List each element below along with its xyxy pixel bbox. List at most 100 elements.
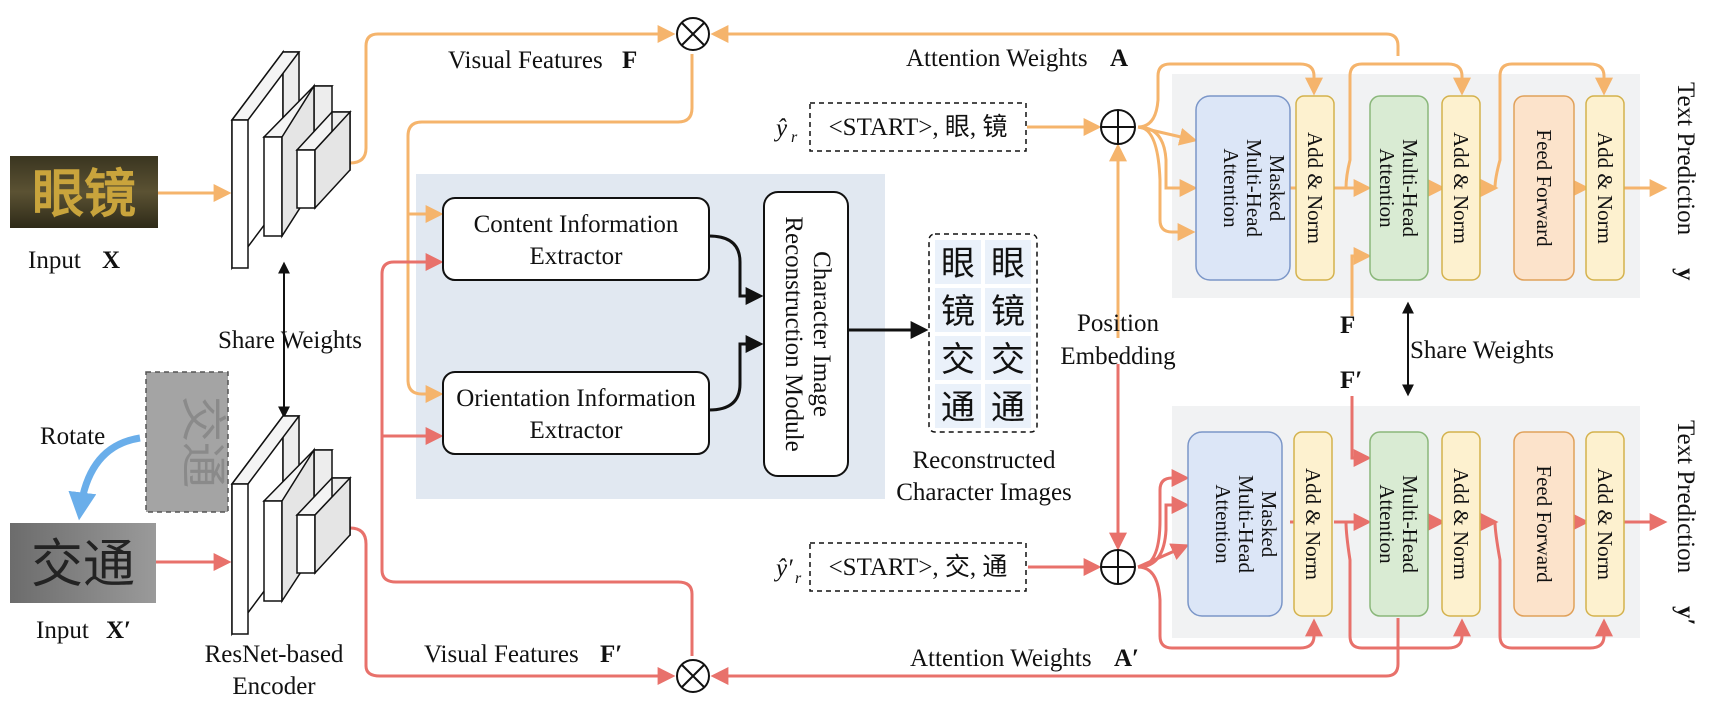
seq-top-text: <START>, 眼, 镜 [829, 113, 1008, 141]
masked-mha-line3: Attention [1219, 148, 1243, 228]
reconstruction-module-line1: Character Image [808, 251, 835, 417]
input-bottom-symbol: X′ [106, 617, 131, 644]
target-sequence-top: ŷ r <START>, 眼, 镜 [773, 102, 1027, 152]
reconstructed-character: 交 [941, 340, 975, 380]
mha-block [1369, 95, 1429, 281]
seq-top-var: ŷ [773, 115, 788, 142]
add-norm-label: Add & Norm [1303, 132, 1327, 244]
character-cell [935, 384, 981, 428]
add-norm-label: Add & Norm [1449, 132, 1473, 244]
feed-forward-label: Feed Forward [1532, 465, 1556, 583]
attention-weights-top-symbol: A [1110, 45, 1128, 72]
output-top-label: Text Prediction [1672, 82, 1699, 236]
visual-features-bottom-label: Visual Features [424, 641, 579, 668]
reconstructed-character: 交 [991, 340, 1025, 380]
masked-mha-line2: Multi-Head [1234, 475, 1258, 573]
rotated-image: 交通 [145, 371, 230, 513]
masked-mha-block [1195, 95, 1291, 281]
input-top-label: Input [28, 247, 81, 274]
reconstructed-character: 镜 [991, 292, 1025, 332]
output-top-symbol: y [1672, 268, 1699, 281]
masked-mha-line2: Multi-Head [1242, 139, 1266, 237]
character-cell [935, 240, 981, 284]
character-cell [935, 288, 981, 332]
seq-bottom-sub: r [795, 570, 802, 587]
reconstructed-character: 通 [941, 388, 975, 428]
visual-features-top-label: Visual Features [448, 47, 603, 74]
encoder-top [230, 49, 352, 271]
red-flow [156, 253, 1668, 685]
decoder-top: Masked Multi-Head Attention Add & Norm M… [1195, 95, 1625, 281]
multiply-circle-icon [676, 659, 710, 693]
add-norm-label: Add & Norm [1449, 468, 1473, 580]
reconstructed-character: 眼 [991, 244, 1025, 284]
attention-weights-top-label: Attention Weights [906, 45, 1088, 72]
seq-bottom-text: <START>, 交, 通 [829, 553, 1008, 581]
reconstructed-grid: 眼眼镜镜交交通通 [928, 233, 1038, 433]
reconstructed-caption-line2: Character Images [896, 479, 1072, 506]
black-flow [708, 234, 929, 412]
character-cell [985, 240, 1031, 284]
mha-block [1369, 431, 1429, 617]
encoder-bottom [230, 413, 352, 637]
input-bottom-label: Input [36, 617, 89, 644]
add-norm-block [1585, 95, 1625, 281]
rotate-arrow-icon [68, 434, 141, 521]
attention-weights-bottom-label: Attention Weights [910, 645, 1092, 672]
f-bottom-label: F′ [1340, 367, 1362, 394]
encoder-label-line2: Encoder [232, 673, 316, 700]
reconstructed-character: 通 [991, 388, 1025, 428]
output-bottom-symbol: y′ [1672, 606, 1699, 626]
add-norm-block [1441, 431, 1481, 617]
mha-line1: Multi-Head [1398, 475, 1422, 573]
visual-features-top-symbol: F [622, 47, 637, 74]
feed-forward-block [1513, 431, 1575, 617]
masked-mha-line1: Masked [1257, 491, 1281, 558]
decoder-share-weights: Share Weights [1410, 337, 1554, 364]
input-top-characters: 眼镜 [32, 165, 136, 225]
orientation-extractor: Orientation Information Extractor [442, 371, 710, 455]
orientation-extractor-line1: Orientation Information [456, 385, 696, 412]
character-cell [985, 288, 1031, 332]
input-image-top: 眼镜 [10, 156, 158, 228]
mha-line2: Attention [1375, 148, 1399, 228]
input-image-bottom: 交通 [10, 523, 156, 603]
content-extractor: Content Information Extractor [442, 197, 710, 281]
position-embedding-line1: Position [1077, 310, 1159, 337]
encoder-share-weights: Share Weights [218, 327, 362, 354]
seq-top-sub: r [791, 129, 798, 146]
plus-circle-icon [1100, 549, 1136, 585]
character-cell [985, 384, 1031, 428]
f-top-label: F [1340, 312, 1355, 339]
attention-weights-bottom-symbol: A′ [1114, 645, 1139, 672]
output-bottom-label: Text Prediction [1672, 420, 1699, 574]
add-norm-label: Add & Norm [1301, 468, 1325, 580]
reconstructed-character: 眼 [941, 244, 975, 284]
character-cell [985, 336, 1031, 380]
position-embedding-line2: Embedding [1060, 343, 1176, 370]
decoder-bottom: Masked Multi-Head Attention Add & Norm M… [1187, 431, 1625, 617]
reconstruction-module-line2: Reconstruction Module [780, 216, 807, 451]
masked-mha-line3: Attention [1211, 484, 1235, 564]
plus-circle-icon [1100, 109, 1136, 145]
reconstruction-module: Character Image Reconstruction Module [763, 191, 849, 477]
character-cell [935, 336, 981, 380]
content-extractor-line2: Extractor [529, 243, 623, 270]
masked-mha-block [1187, 431, 1283, 617]
masked-mha-line1: Masked [1265, 155, 1289, 222]
rotate-label: Rotate [40, 423, 105, 450]
mha-line1: Multi-Head [1398, 139, 1422, 237]
multiply-circle-icon [676, 17, 710, 51]
rotated-characters: 交通 [176, 396, 230, 488]
add-norm-block [1441, 95, 1481, 281]
orientation-extractor-line2: Extractor [529, 417, 623, 444]
reconstructed-caption-line1: Reconstructed [912, 447, 1056, 474]
content-extractor-line1: Content Information [474, 211, 679, 238]
input-bottom-characters: 交通 [31, 535, 135, 595]
feed-forward-label: Feed Forward [1532, 129, 1556, 247]
visual-features-bottom-symbol: F′ [600, 641, 622, 668]
add-norm-block [1295, 95, 1335, 281]
input-top-symbol: X [102, 247, 120, 274]
encoder-label-line1: ResNet-based [205, 641, 344, 668]
